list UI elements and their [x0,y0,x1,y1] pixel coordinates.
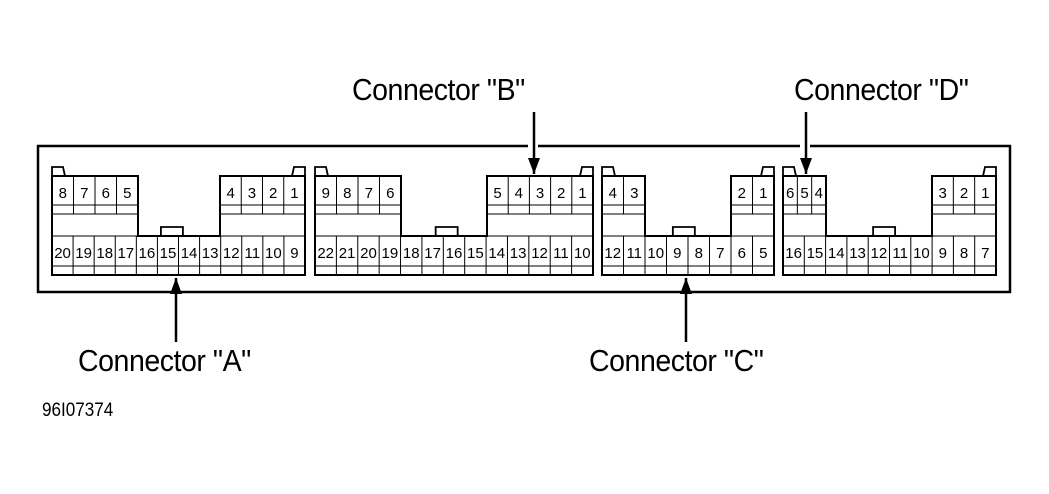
center-key [160,226,184,236]
pin-number: 5 [800,185,808,202]
center-key [872,226,897,236]
pin-number: 7 [80,185,88,202]
connector-a-label: Connector "A" [78,343,251,378]
pin-number: 18 [96,245,113,262]
connector-c-arrow-head [680,278,692,294]
latch-tab [291,166,306,177]
latch-tab [51,166,66,177]
pin-number: 11 [626,245,642,262]
pin-number: 12 [604,245,621,262]
pin-number: 7 [365,185,373,202]
pin-number: 7 [716,245,724,262]
connector-d-label: Connector "D" [794,72,969,107]
center-key [434,226,459,236]
pin-number: 6 [102,185,110,202]
callout-arrows [170,112,812,342]
latch-tab [760,166,775,177]
pin-number: 7 [981,245,989,262]
pin-number: 3 [938,185,946,202]
pin-number: 4 [815,185,823,202]
pin-number: 12 [871,245,888,262]
connector-a-arrow-head [170,278,182,294]
pin-number: 1 [759,185,767,202]
pin-number: 10 [647,245,664,262]
pin-number: 9 [673,245,681,262]
connector-b-label: Connector "B" [352,72,525,107]
pin-number: 2 [557,185,565,202]
pin-number: 8 [343,185,351,202]
pin-number: 20 [54,245,71,262]
pin-number: 9 [290,245,298,262]
pin-number: 1 [981,185,989,202]
pin-number: 15 [467,245,484,262]
pin-number: 1 [290,185,298,202]
pin-number: 8 [695,245,703,262]
latch-tab [314,166,329,177]
pin-number: 10 [913,245,930,262]
pin-number: 6 [738,245,746,262]
pin-number: 14 [181,245,198,262]
pin-number: 19 [382,245,399,262]
pin-number: 9 [939,245,947,262]
pin-number: 2 [960,185,968,202]
pin-number: 2 [269,185,277,202]
pin-number: 8 [59,185,67,202]
center-key [671,226,696,236]
pin-number: 14 [828,245,845,262]
pin-number: 12 [531,245,548,262]
pin-number: 13 [849,245,866,262]
pin-number: 22 [317,245,334,262]
latch-tab [982,166,997,177]
pin-number: 10 [265,245,282,262]
pin-number: 11 [892,245,908,262]
pin-number: 18 [403,245,420,262]
pin-number: 20 [360,245,377,262]
pin-number: 11 [245,245,261,262]
pin-number: 3 [630,185,638,202]
pin-number: 2 [738,185,746,202]
pin-number: 19 [75,245,92,262]
pin-number: 5 [123,185,131,202]
pin-number: 12 [223,245,240,262]
pin-number: 15 [807,245,824,262]
pin-number: 13 [202,245,219,262]
connector-c-label: Connector "C" [589,343,764,378]
figure-id: 96I07374 [42,400,114,421]
pin-number: 3 [536,185,544,202]
pin-number: 11 [553,245,569,262]
latch-tab [782,166,797,177]
pin-number: 4 [226,185,234,202]
pin-number: 21 [339,245,356,262]
latch-tab [579,166,594,177]
pin-number: 16 [785,245,802,262]
pin-number: 17 [424,245,441,262]
pin-number: 6 [786,185,794,202]
pin-number: 3 [248,185,256,202]
connector-d-arrow-head [800,158,812,174]
connector-b-arrow-head [528,158,540,174]
pin-number: 1 [578,185,586,202]
pin-number: 4 [609,185,617,202]
pin-number: 15 [160,245,177,262]
pin-number: 4 [515,185,523,202]
pin-number: 14 [488,245,505,262]
pin-number: 9 [322,185,330,202]
pin-number: 17 [117,245,134,262]
housing-rect [36,144,1012,294]
latch-tab [601,166,616,177]
pin-number: 8 [960,245,968,262]
pin-number: 13 [510,245,527,262]
pin-number: 5 [759,245,767,262]
pin-number: 16 [446,245,463,262]
pin-number: 10 [574,245,591,262]
pin-number: 6 [386,185,394,202]
pin-number: 5 [493,185,501,202]
pin-number: 16 [139,245,156,262]
